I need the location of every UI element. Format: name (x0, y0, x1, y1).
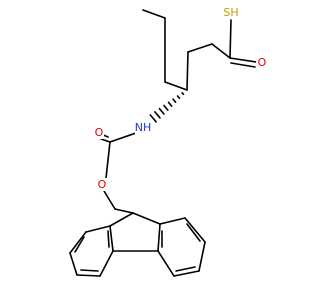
hash-wedge-4 (167, 101, 173, 107)
bond-c7-o (229, 57, 257, 63)
ring-right-3 (198, 241, 206, 272)
atom-label-carbonyl-oxygen: O (258, 56, 267, 69)
nh-label-group: NH (135, 121, 152, 134)
molecule-structure: SH O NH O O (69, 6, 267, 277)
ring5-c9a-c4b (157, 223, 161, 252)
ring-right-1 (159, 217, 186, 225)
hash-wedge-1 (181, 91, 185, 96)
hash-wedge-8 (149, 114, 157, 123)
bond-carbonyl-ester-o (105, 141, 111, 179)
ring-left-5 (99, 250, 114, 277)
ring-left-d1 (74, 236, 85, 253)
hash-wedge-7 (154, 111, 161, 119)
atom-label-ester-oxygen: O (98, 178, 107, 191)
bond-ch2-c9 (114, 208, 134, 214)
bond-nh-carbonyl (109, 132, 137, 143)
ring-right-4 (173, 270, 200, 277)
ring-left-4 (76, 274, 101, 277)
bond-stereo-c5 (186, 51, 189, 91)
atom-label-sh: SH (223, 6, 238, 19)
bond-c1-c2 (142, 9, 166, 19)
ring5-c9-c9a (132, 212, 161, 225)
bond-c7-o-double (230, 62, 256, 68)
carbonyl-o-label-group: O (256, 56, 267, 69)
ring5-c8a-c4a (109, 225, 114, 252)
bond-carbonyl-o (100, 138, 111, 143)
bond-c5-c6 (187, 43, 213, 53)
carbamate-o-label-group: O (93, 126, 104, 139)
ring-right-2 (184, 217, 206, 243)
bond-c6-c7 (211, 43, 231, 59)
bond-layer (69, 9, 257, 277)
ring-left-2 (69, 231, 87, 254)
ester-o-label-group: O (96, 178, 107, 191)
hash-wedge-5 (163, 104, 169, 111)
hash-wedge-6 (158, 107, 165, 115)
atom-label-nh: NH (135, 121, 152, 134)
ring-left-d2 (80, 269, 99, 272)
ring5-c9-c8a (109, 212, 134, 227)
bond-c7-sh (229, 19, 232, 59)
ring-right-d2 (175, 266, 196, 272)
ring-left-d3 (107, 230, 110, 248)
ring-left-1 (85, 225, 111, 233)
sh-label-group: SH (223, 6, 239, 19)
ring-right-d1 (186, 223, 201, 242)
hash-wedge-2 (176, 95, 181, 100)
hash-wedge-3 (172, 98, 177, 103)
atom-label-carbamate-oxygen: O (95, 126, 104, 139)
ring-left-3 (69, 252, 78, 276)
ring-right-5 (157, 250, 175, 277)
atom-label-layer: SH O NH O O (93, 6, 267, 191)
bond-ester-o-ch2 (103, 190, 116, 210)
bond-c3-stereo (164, 81, 188, 91)
